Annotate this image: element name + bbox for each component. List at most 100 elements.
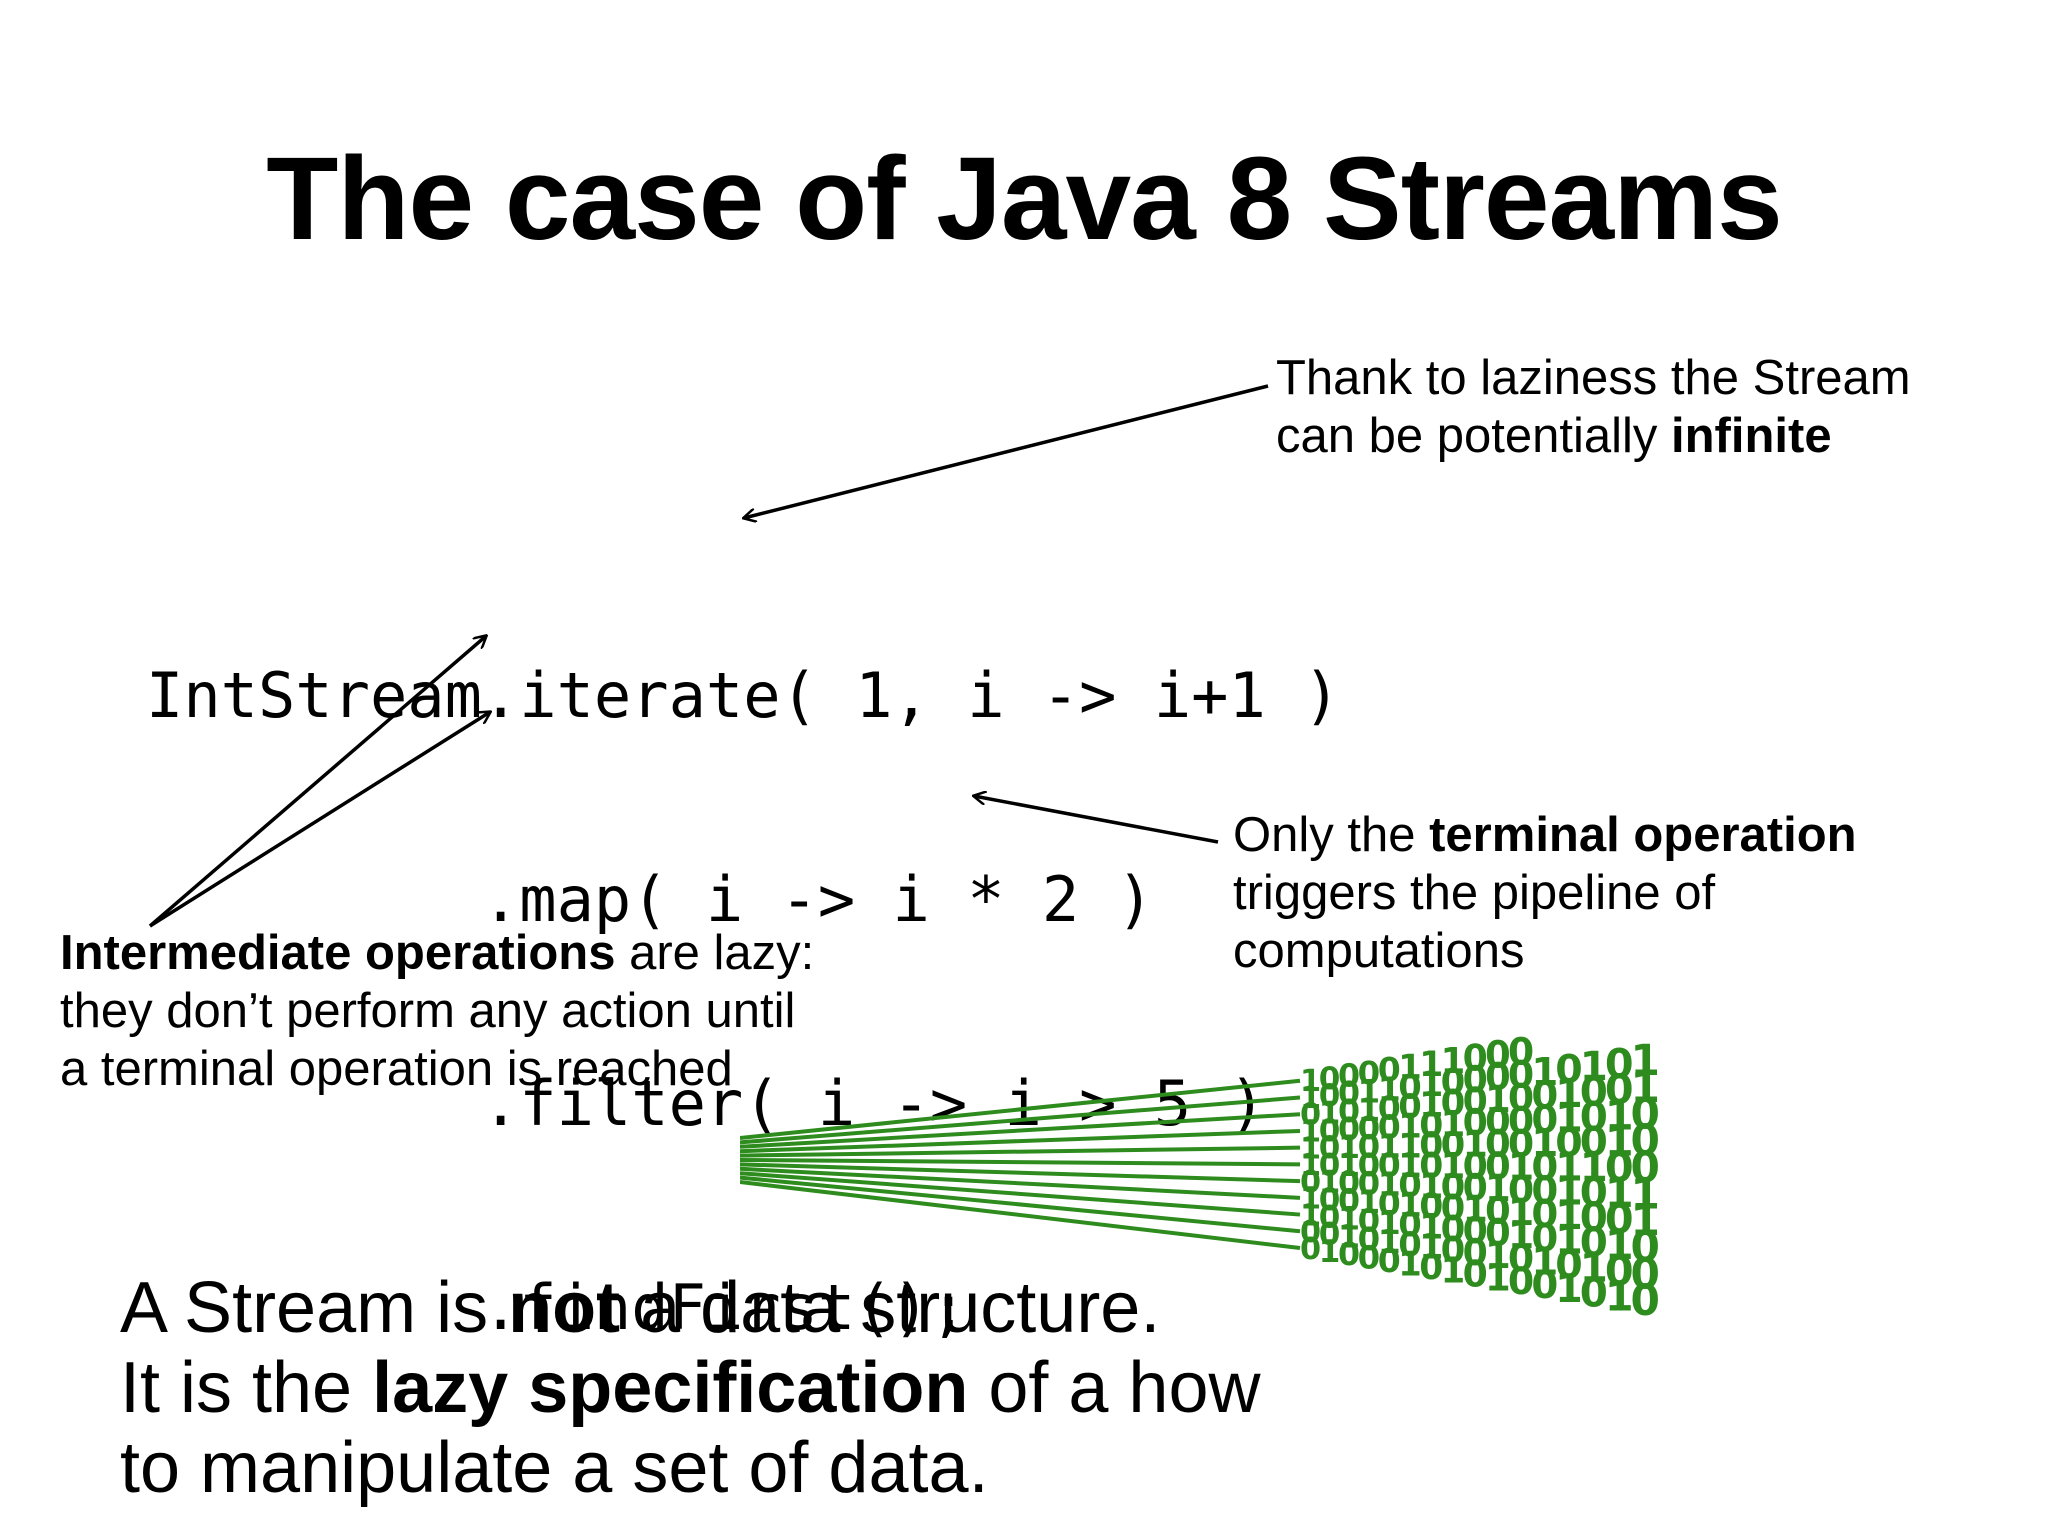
binary-digit: 0 [1508, 1029, 1534, 1073]
binary-stream-illustration: 1000011100010011010000101010101001001001… [740, 1029, 1660, 1325]
binary-digit: 1 [1300, 1148, 1321, 1183]
binary-digit: 0 [1300, 1098, 1321, 1133]
binary-digit: 0 [1300, 1232, 1321, 1267]
binary-digit: 0 [1580, 1268, 1608, 1316]
binary-digit: 1 [1319, 1095, 1341, 1131]
binary-ray [740, 1145, 1301, 1158]
callout-infinite-line2: can be potentially infinite [1276, 409, 1832, 463]
binary-ray [740, 1078, 1301, 1140]
callout-infinite-line1: Thank to laziness the Stream [1276, 351, 1911, 405]
binary-digit: 1 [1605, 1221, 1634, 1269]
binary-digit: 1 [1485, 1078, 1511, 1121]
binary-digit: 1 [1531, 1240, 1558, 1285]
binary-digit: 0 [1319, 1061, 1341, 1097]
callout-terminal: Only the terminal operation triggers the… [1233, 806, 1857, 980]
binary-digit: 1 [1555, 1096, 1582, 1142]
binary-digit: 0 [1508, 1236, 1534, 1280]
binary-digit: 1 [1419, 1228, 1443, 1268]
binary-digit: 1 [1485, 1256, 1511, 1299]
callout-intermediate-line3: a terminal operation is reached [60, 1042, 733, 1096]
binary-ray [740, 1128, 1301, 1154]
binary-digit: 0 [1358, 1239, 1381, 1277]
binary-digit: 0 [1378, 1146, 1401, 1185]
binary-digit: 0 [1463, 1252, 1488, 1295]
binary-rays [740, 1078, 1301, 1250]
binary-digit: 1 [1508, 1144, 1534, 1188]
binary-digit: 0 [1338, 1184, 1360, 1220]
binary-digit: 0 [1358, 1165, 1381, 1203]
callout-infinite-emphasis: infinite [1671, 409, 1832, 463]
binary-digit: 0 [1508, 1075, 1534, 1119]
binary-digit: 1 [1358, 1183, 1381, 1221]
binary-digit: 0 [1605, 1040, 1634, 1088]
binary-digit: 1 [1463, 1188, 1488, 1231]
binary-digit: 1 [1555, 1169, 1582, 1215]
binary-digit: 0 [1378, 1088, 1401, 1127]
binary-digit: 0 [1631, 1143, 1660, 1192]
binary-digit: 0 [1319, 1217, 1341, 1253]
binary-digit: 0 [1398, 1225, 1422, 1264]
binary-digit: 0 [1338, 1112, 1360, 1148]
binary-digit: 1 [1419, 1086, 1443, 1126]
binary-digit: 0 [1463, 1144, 1488, 1187]
binary-digit: 1 [1358, 1072, 1381, 1110]
binary-digit: 0 [1319, 1147, 1341, 1183]
binary-digit: 0 [1531, 1168, 1558, 1213]
binary-digit: 0 [1555, 1242, 1582, 1288]
binary-digit: 0 [1378, 1184, 1401, 1223]
summary-text: A Stream is not a data structure. It is … [120, 1268, 1261, 1508]
binary-digit: 0 [1605, 1066, 1634, 1114]
binary-digit: 0 [1398, 1067, 1422, 1106]
binary-digit: 0 [1358, 1054, 1381, 1092]
binary-digit: 0 [1605, 1195, 1634, 1243]
binary-digit: 0 [1338, 1166, 1360, 1202]
binary-digit: 0 [1300, 1165, 1321, 1200]
binary-digit: 1 [1531, 1050, 1558, 1095]
binary-digit: 0 [1463, 1166, 1488, 1209]
binary-digit: 0 [1463, 1036, 1488, 1079]
binary-digit: 0 [1358, 1202, 1381, 1240]
binary-digit: 0 [1531, 1263, 1558, 1308]
binary-digit: 1 [1419, 1167, 1443, 1207]
binary-digit: 0 [1358, 1146, 1381, 1184]
slide-title: The case of Java 8 Streams [266, 133, 1782, 265]
binary-ray [740, 1162, 1301, 1184]
binary-digit: 1 [1631, 1063, 1660, 1112]
binary-digit: 1 [1605, 1117, 1634, 1165]
binary-digit: 0 [1631, 1249, 1660, 1298]
binary-digit: 0 [1605, 1247, 1634, 1295]
binary-digit: 0 [1508, 1098, 1534, 1142]
binary-digit: 0 [1531, 1097, 1558, 1142]
binary-digit: 0 [1358, 1109, 1381, 1147]
binary-digit: 0 [1631, 1276, 1660, 1325]
callout-terminal-emphasis: terminal operation [1429, 808, 1857, 862]
binary-digit: 0 [1580, 1118, 1608, 1166]
binary-digit: 0 [1441, 1230, 1466, 1271]
binary-digit: 1 [1580, 1042, 1608, 1090]
callout-intermediate-line2: they don’t perform any action until [60, 984, 796, 1038]
binary-digit: 0 [1398, 1205, 1422, 1244]
binary-digit: 1 [1398, 1245, 1422, 1284]
code-line-iterate: IntStream.iterate( 1, i -> i+1 ) [146, 659, 1341, 732]
binary-digit: 1 [1605, 1169, 1634, 1217]
binary-digit: 0 [1463, 1209, 1488, 1252]
binary-digit: 0 [1508, 1052, 1534, 1096]
binary-digit: 0 [1419, 1106, 1443, 1146]
callout-terminal-line2: triggers the pipeline of [1233, 866, 1716, 920]
binary-ray [740, 1095, 1301, 1145]
binary-digit: 1 [1631, 1169, 1660, 1218]
binary-digit: 0 [1531, 1145, 1558, 1190]
binary-digit: 0 [1631, 1090, 1660, 1139]
binary-digit: 1 [1378, 1222, 1401, 1261]
binary-digit: 0 [1580, 1067, 1608, 1115]
binary-digit: 1 [1605, 1273, 1634, 1321]
summary-emphasis-lazy: lazy specification [372, 1348, 969, 1428]
callout-intermediate-emphasis: Intermediate operations [60, 926, 616, 980]
binary-digit: 1 [1508, 1190, 1534, 1234]
binary-digit: 0 [1463, 1058, 1488, 1101]
binary-digit: 0 [1441, 1062, 1466, 1103]
binary-digit: 0 [1485, 1033, 1511, 1076]
binary-digit: 0 [1419, 1147, 1443, 1187]
binary-ray [740, 1180, 1301, 1250]
callout-intermediate: Intermediate operations are lazy: they d… [60, 924, 814, 1098]
